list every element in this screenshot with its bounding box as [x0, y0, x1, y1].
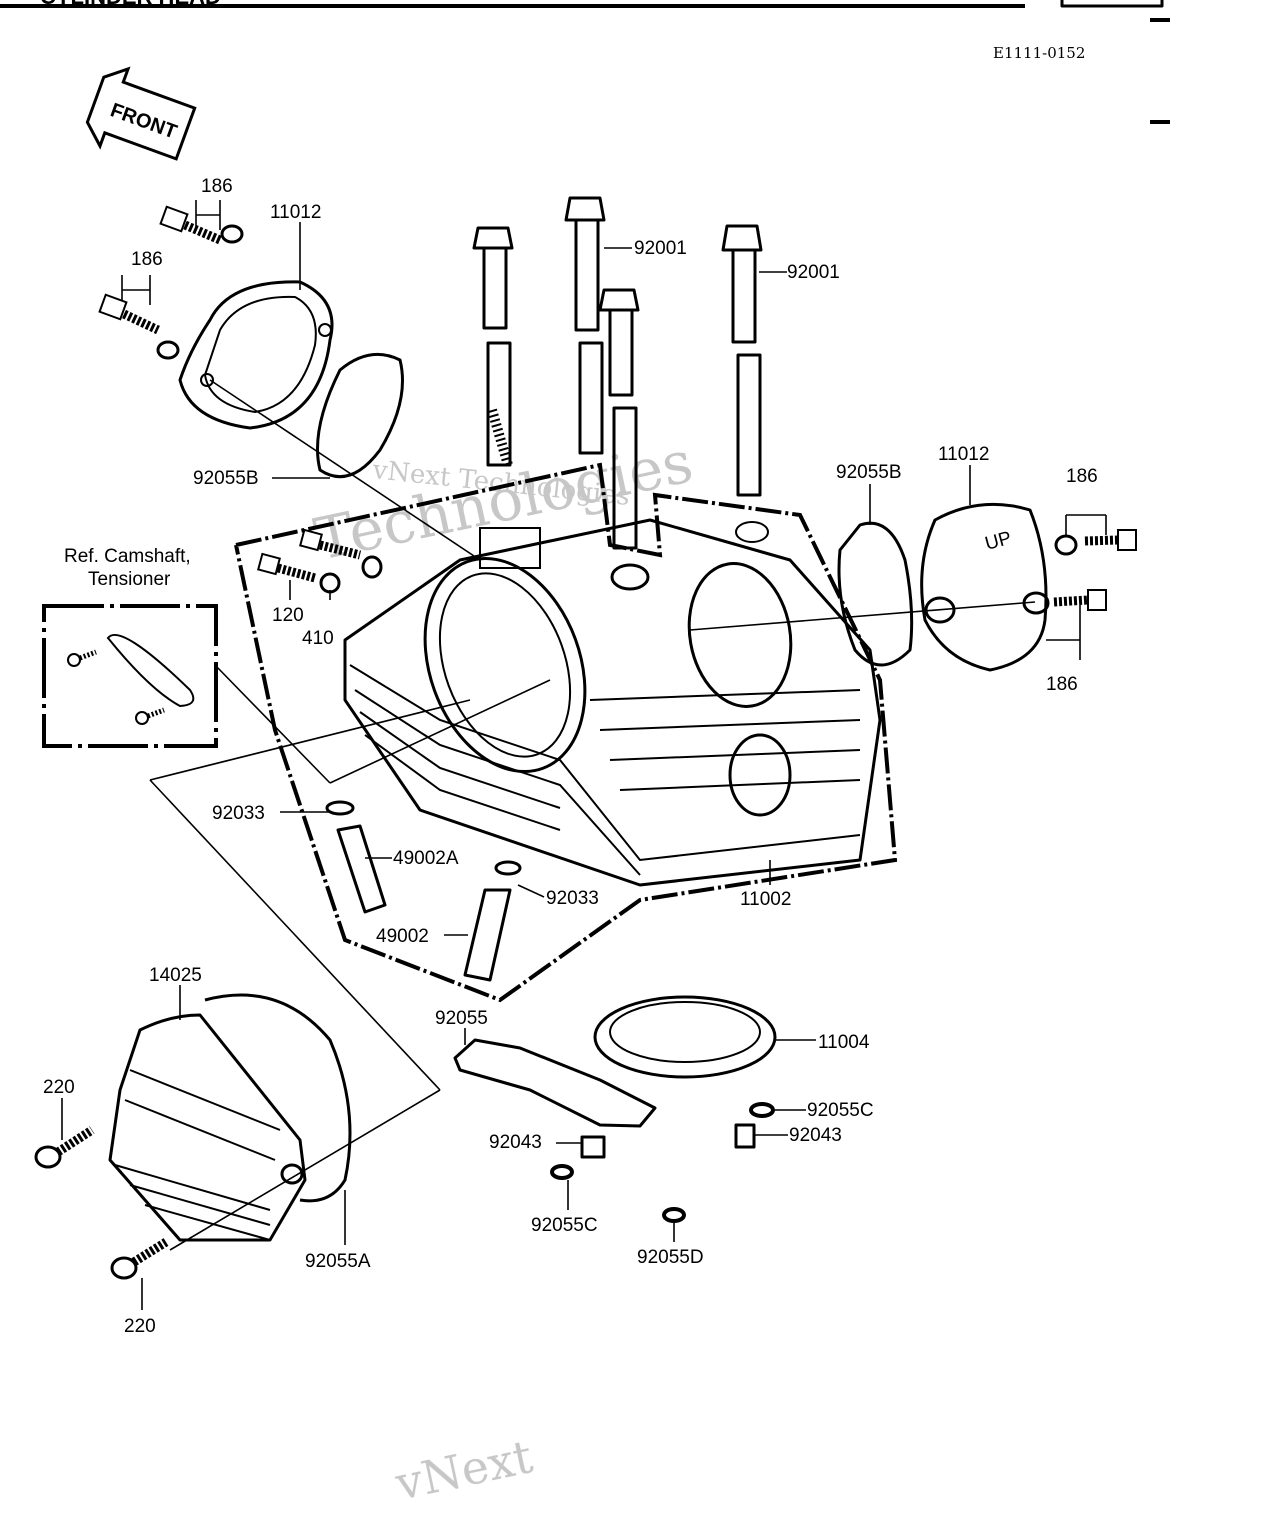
tappet-cover-left — [178, 280, 334, 430]
label-410: 410 — [302, 628, 334, 649]
front-arrow: FRONT — [85, 66, 197, 161]
label-120: 120 — [272, 605, 304, 626]
label-92043-right: 92043 — [789, 1125, 842, 1146]
cover-11012-right: UP — [920, 502, 1050, 672]
label-186-d: 186 — [1046, 674, 1078, 695]
dowels-and-washers — [550, 1102, 775, 1223]
label-220-a: 220 — [43, 1077, 75, 1098]
assembly-outline — [234, 462, 898, 1003]
label-92001-a: 92001 — [634, 238, 687, 259]
label-49002a: 49002A — [393, 848, 459, 869]
reference-note-line1: Ref. Camshaft, — [64, 546, 191, 567]
tensioner-plate — [106, 633, 195, 708]
page-header: CYLINDER HEAD E1111-0152 — [0, 0, 1170, 124]
label-92055c-right: 92055C — [807, 1100, 874, 1121]
gasket-92055b-left — [316, 352, 404, 479]
label-92055d: 92055D — [637, 1247, 704, 1268]
tappet-cover-14025 — [108, 993, 352, 1242]
gasket-92055b-right — [837, 521, 914, 667]
label-220-b: 220 — [124, 1316, 156, 1337]
reference-note-line2: Tensioner — [88, 569, 171, 590]
o-ring-11004 — [593, 995, 777, 1079]
part-labels: 186 11012 186 92001 92001 92055B 92055B … — [43, 176, 1098, 1337]
label-11012-left: 11012 — [270, 202, 321, 223]
label-186-b: 186 — [131, 249, 163, 270]
label-92055b-right: 92055B — [836, 462, 902, 483]
label-11002: 11002 — [740, 889, 791, 910]
header-box — [1060, 0, 1164, 8]
label-14025: 14025 — [149, 965, 202, 986]
diagram-code: E1111-0152 — [993, 44, 1085, 62]
cylinder-head-11002 — [343, 518, 882, 887]
label-92055c-bottom: 92055C — [531, 1215, 598, 1236]
valve-guides — [325, 800, 522, 982]
bolts-186-left — [98, 205, 244, 360]
leader-lines — [61, 200, 1107, 1310]
label-92033-a: 92033 — [212, 803, 265, 824]
watermark-group: vNext Technologies Technologies vNext — [309, 427, 699, 1511]
reference-box: Ref. Camshaft, Tensioner — [42, 546, 218, 748]
label-186-c: 186 — [1066, 466, 1098, 487]
label-11012-right: 11012 — [938, 444, 989, 465]
bolts-220 — [34, 1126, 169, 1280]
header-title: CYLINDER HEAD — [40, 0, 221, 9]
label-92033-b: 92033 — [546, 888, 599, 909]
label-49002: 49002 — [376, 926, 429, 947]
watermark-3: vNext — [390, 1429, 538, 1511]
label-186-a: 186 — [201, 176, 233, 197]
label-92055a: 92055A — [305, 1251, 371, 1272]
stud-bolts-92001 — [472, 196, 763, 550]
ref-bolt-2 — [135, 711, 149, 725]
label-92055b-left: 92055B — [193, 468, 259, 489]
ref-bolt-1 — [67, 653, 81, 667]
svg-text:UP: UP — [983, 528, 1014, 555]
bolts-186-right — [1053, 529, 1137, 611]
label-92001-b: 92001 — [787, 262, 840, 283]
gasket-92055 — [453, 1038, 657, 1128]
label-11004: 11004 — [818, 1032, 870, 1053]
label-92055: 92055 — [435, 1008, 488, 1029]
label-92043-left: 92043 — [489, 1132, 542, 1153]
